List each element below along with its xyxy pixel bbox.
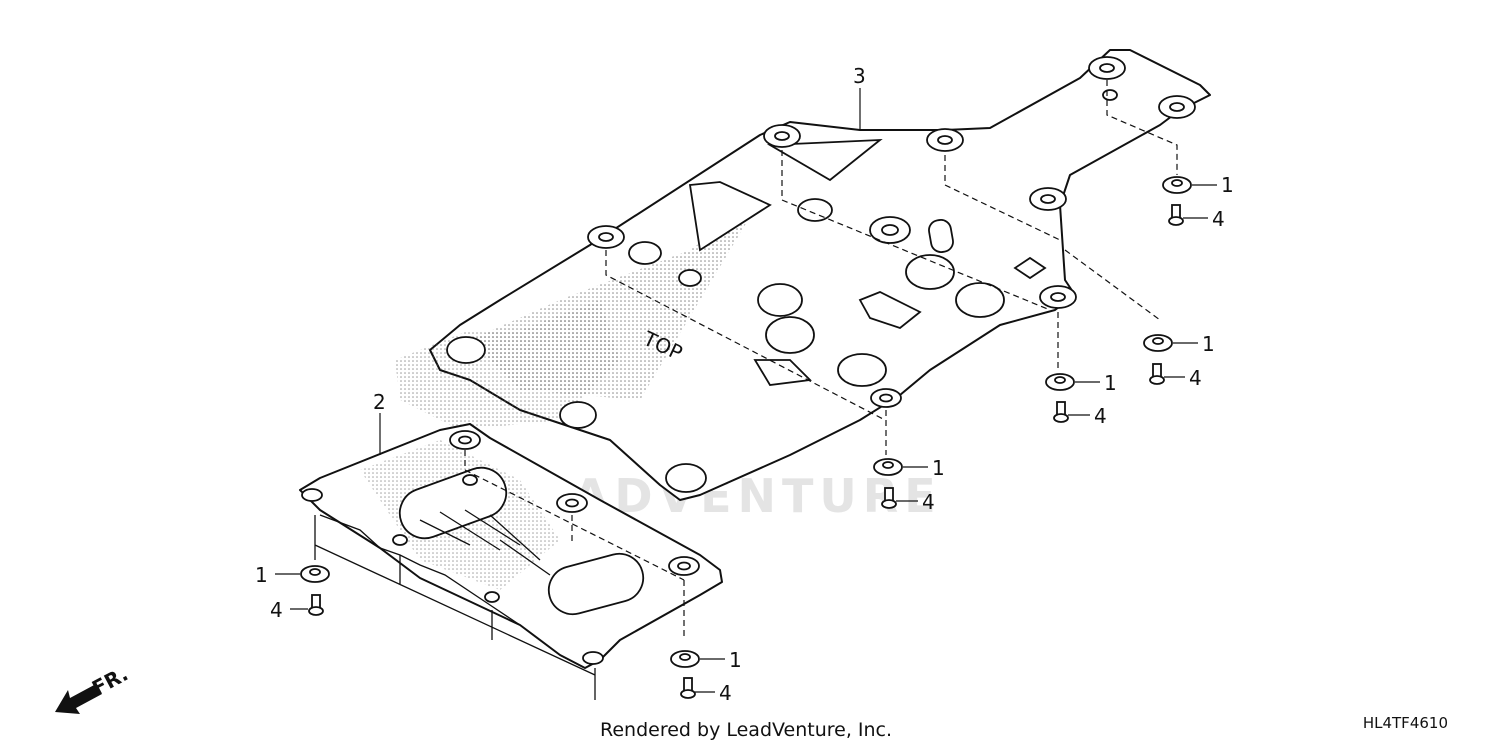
- bolt: [1053, 401, 1069, 423]
- callout-4: 4: [270, 598, 283, 622]
- callout-1: 1: [1202, 332, 1215, 356]
- callout-1: 1: [729, 648, 742, 672]
- callout-2: 2: [373, 390, 386, 414]
- grommet-washer: [873, 458, 903, 476]
- bolt: [680, 677, 696, 699]
- grommet-washer: [300, 565, 330, 583]
- callout-4: 4: [1094, 404, 1107, 428]
- grommet-washer: [1162, 176, 1192, 194]
- front-skid-plate: [299, 423, 723, 669]
- callout-4: 4: [922, 490, 935, 514]
- callout-1: 1: [1221, 173, 1234, 197]
- bolt: [308, 594, 324, 616]
- bolt: [1168, 204, 1184, 226]
- grommet-washer: [670, 650, 700, 668]
- bolt: [1149, 363, 1165, 385]
- callout-3: 3: [853, 64, 866, 88]
- grommet-washer: [1143, 334, 1173, 352]
- callout-4: 4: [1189, 366, 1202, 390]
- front-arrow-icon: [55, 684, 102, 714]
- callout-1: 1: [1104, 371, 1117, 395]
- callout-1: 1: [255, 563, 268, 587]
- front-direction-indicator: FR.: [55, 662, 132, 714]
- bolt: [881, 487, 897, 509]
- grommet-washer: [1045, 373, 1075, 391]
- fasteners: [300, 176, 1192, 699]
- callout-4: 4: [1212, 207, 1225, 231]
- callout-4: 4: [719, 681, 732, 705]
- main-skid-plate: TOP: [395, 49, 1211, 501]
- callouts: 3 2 1 4 1 4 1 4 1 4 1 4 1: [255, 64, 1234, 705]
- callout-1: 1: [932, 456, 945, 480]
- diagram-code: HL4TF4610: [1362, 714, 1448, 732]
- alignment-lines: [314, 80, 1178, 700]
- render-credit: Rendered by LeadVenture, Inc.: [600, 719, 893, 741]
